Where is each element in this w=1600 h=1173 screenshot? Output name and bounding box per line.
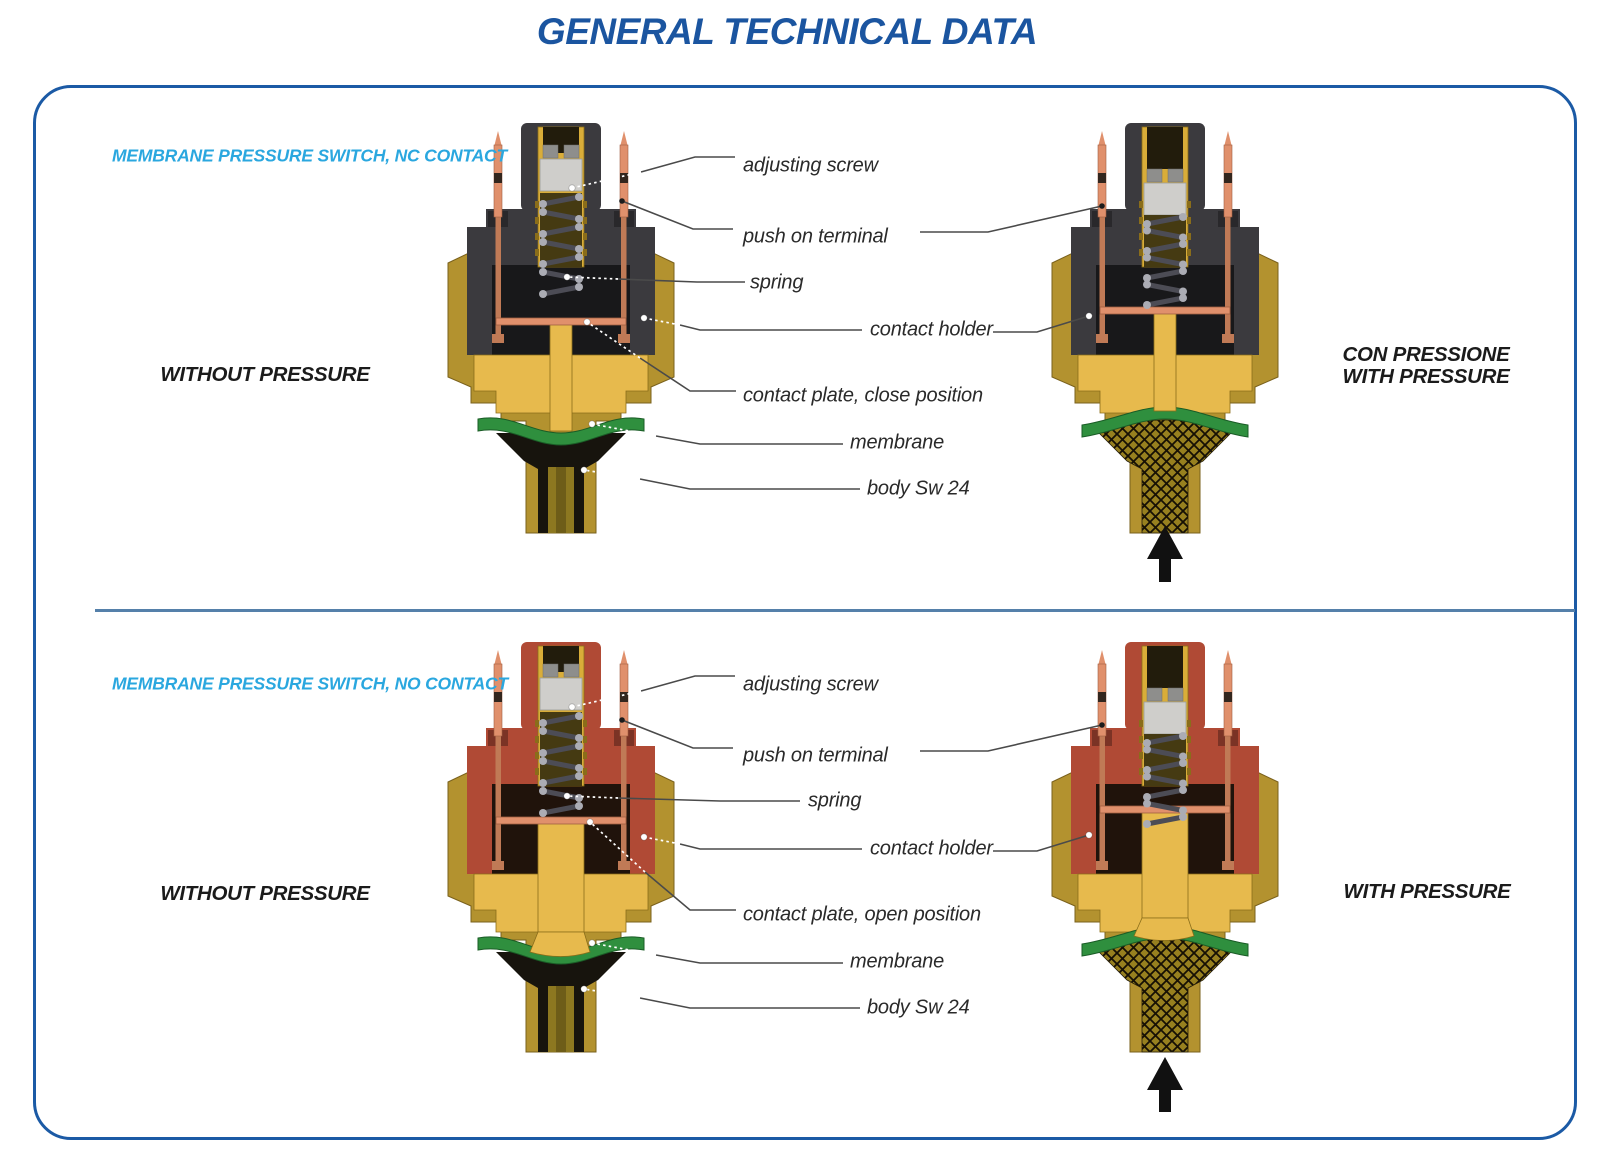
diagram-no-with-pressure [1040, 634, 1290, 1054]
diagram-nc-with-pressure [1040, 115, 1290, 535]
state-label-without-pressure-nc: WITHOUT PRESSURE [160, 363, 370, 386]
state-label-without-pressure-no: WITHOUT PRESSURE [160, 882, 370, 905]
section-heading-nc: MEMBRANE PRESSURE SWITCH, NC CONTACT [112, 145, 507, 166]
callout-contact-plate-nc: contact plate, close position [743, 384, 983, 407]
callout-spring-nc: spring [750, 271, 804, 294]
callout-push-on-terminal-nc: push on terminal [743, 225, 888, 248]
callout-adjusting-screw-nc: adjusting screw [743, 154, 878, 177]
section-divider [95, 609, 1575, 612]
callout-membrane-nc: membrane [850, 431, 944, 454]
content-panel [33, 85, 1577, 1140]
callout-push-on-terminal-no: push on terminal [743, 744, 888, 767]
state-label-con-pressione: CON PRESSIONE [1342, 343, 1510, 366]
state-label-with-pressure-en: WITH PRESSURE [1342, 365, 1510, 388]
callout-body-no: body Sw 24 [867, 996, 970, 1019]
diagram-no-without-pressure [436, 634, 686, 1054]
diagram-nc-without-pressure [436, 115, 686, 535]
callout-adjusting-screw-no: adjusting screw [743, 673, 878, 696]
callout-membrane-no: membrane [850, 950, 944, 973]
state-label-with-pressure-no: WITH PRESSURE [1343, 880, 1511, 903]
page-title: GENERAL TECHNICAL DATA [536, 11, 1038, 52]
callout-contact-holder-nc: contact holder [870, 318, 993, 341]
callout-contact-holder-no: contact holder [870, 837, 993, 860]
callout-spring-no: spring [808, 789, 862, 812]
section-heading-no: MEMBRANE PRESSURE SWITCH, NO CONTACT [112, 673, 508, 694]
state-label-with-pressure-nc: CON PRESSIONE WITH PRESSURE [1343, 344, 1510, 388]
callout-body-nc: body Sw 24 [867, 477, 970, 500]
callout-contact-plate-no: contact plate, open position [743, 903, 981, 926]
